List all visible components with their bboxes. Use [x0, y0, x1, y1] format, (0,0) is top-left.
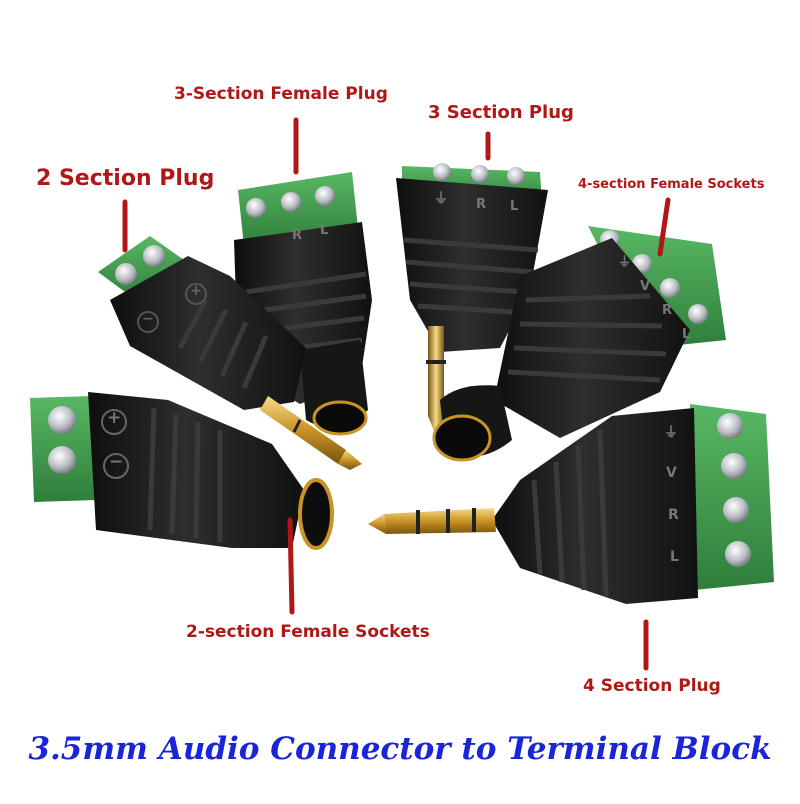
pointer-4-section-female-sockets [657, 197, 671, 257]
left-mark-text: L [670, 549, 679, 565]
right-mark-text: R [476, 197, 487, 212]
socket-opening [432, 414, 492, 462]
left-mark-text: L [682, 327, 691, 342]
socket-opening [312, 400, 368, 436]
left-mark-text: L [320, 223, 329, 238]
label-2-section-plug: 2 Section Plug [36, 166, 215, 191]
plus-mark-text: + [190, 283, 202, 299]
gold-pin [384, 508, 496, 534]
pointer-2-section-female-sockets [287, 517, 295, 615]
minus-mark-icon [103, 453, 129, 479]
screw-icon [115, 245, 165, 285]
two-section-plug [98, 236, 362, 470]
plus-mark-icon [101, 409, 127, 435]
plus-mark-icon [185, 283, 207, 305]
ground-mark-text: ⏚ [434, 191, 448, 207]
right-mark-text: R [662, 303, 673, 318]
label-2-section-female-sockets: 2-section Female Sockets [186, 622, 430, 642]
label-4-section-female-sockets: 4-section Female Sockets [578, 177, 765, 192]
label-3-section-female-plug: 3-Section Female Plug [174, 84, 388, 104]
screw-icon [48, 406, 76, 474]
ground-mark-text: ⏚ [618, 255, 632, 270]
socket-opening [298, 478, 334, 550]
four-section-plug [368, 404, 774, 604]
minus-mark-text: − [142, 311, 154, 327]
connector-body [110, 256, 306, 410]
gold-pin [260, 396, 346, 464]
page-title: 3.5mm Audio Connector to Terminal Block [28, 731, 772, 767]
pointer-lines [122, 117, 671, 671]
right-mark-text: R [292, 228, 303, 243]
minus-mark-icon [137, 311, 159, 333]
two-section-female-sockets [30, 392, 334, 550]
screw-icon [433, 163, 525, 185]
minus-mark-text: − [109, 452, 124, 472]
four-section-female-sockets [432, 226, 726, 462]
left-mark-text: L [510, 199, 519, 214]
connector-body [492, 408, 698, 604]
video-mark-text: V [640, 279, 651, 294]
right-mark-text: R [668, 507, 679, 523]
connector-body [494, 238, 690, 438]
video-mark-text: V [666, 465, 677, 481]
ground-mark-text: ⏚ [664, 425, 678, 441]
plus-mark-text: + [107, 408, 122, 428]
gold-pin [428, 326, 444, 416]
three-section-plug [396, 163, 548, 436]
screw-icon [246, 186, 335, 218]
screw-icon [717, 413, 751, 567]
label-4-section-plug: 4 Section Plug [583, 676, 721, 696]
terminal-block [690, 404, 774, 590]
label-3-section-plug: 3 Section Plug [428, 102, 574, 123]
